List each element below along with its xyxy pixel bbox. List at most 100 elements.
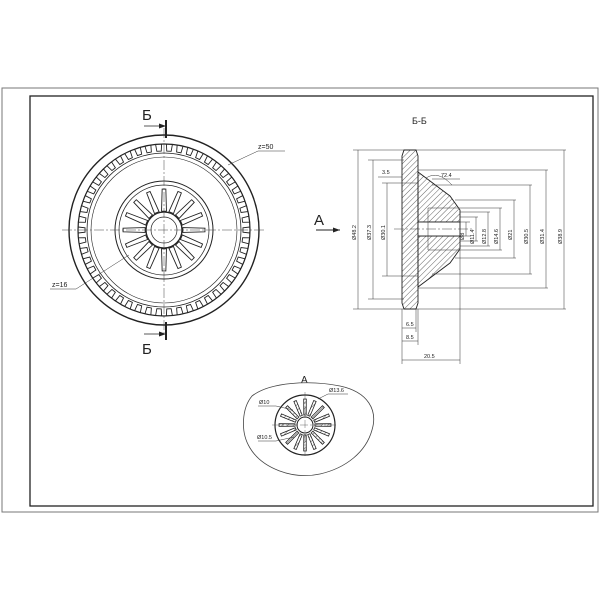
outer-tooth xyxy=(203,155,213,166)
inner-tooth xyxy=(179,212,204,226)
dim-right-d7: Ø31.4 xyxy=(540,229,546,244)
outer-tooth xyxy=(241,215,250,223)
outer-tooth xyxy=(144,306,152,316)
detail-tooth xyxy=(307,433,317,451)
dim-right-d4: Ø14.6 xyxy=(494,229,500,244)
outer-tooth xyxy=(176,306,184,316)
section-bottom-dimensions: 6.5 8.5 20.5 xyxy=(401,250,461,364)
detail-tooth xyxy=(314,423,332,427)
outer-tooth xyxy=(92,176,103,186)
detail-dim-2: Ø10 xyxy=(259,400,269,406)
outer-tooth xyxy=(225,176,236,186)
view-arrow-label: А xyxy=(314,212,324,229)
inner-teeth-label: z=16 xyxy=(52,282,67,289)
section-left-dimensions: 3.5 Ø48.2 Ø37.3 Ø30.1 xyxy=(352,149,418,310)
dim-left-d2: Ø37.3 xyxy=(367,225,373,240)
outer-tooth xyxy=(124,299,133,310)
outer-tooth xyxy=(219,168,229,179)
inner-tooth xyxy=(124,234,149,248)
dim-left-top: 3.5 xyxy=(382,170,390,176)
outer-tooth xyxy=(124,150,133,161)
outer-tooth xyxy=(82,195,92,204)
outer-tooth xyxy=(144,144,152,154)
detail-tooth xyxy=(313,413,331,423)
outer-tooth xyxy=(155,308,163,316)
drawing-frame xyxy=(29,95,594,507)
outer-teeth-callout: z=50 xyxy=(227,144,285,166)
inner-tooth xyxy=(168,245,182,270)
dim-right-d8: Ø38.9 xyxy=(558,229,564,244)
outer-tooth xyxy=(185,303,194,313)
dim-right-d1: Ø8 xyxy=(460,233,466,240)
outer-tooth xyxy=(165,144,173,152)
outer-tooth xyxy=(99,281,109,292)
detail-tooth xyxy=(313,427,331,437)
outer-tooth xyxy=(231,265,241,275)
dim-right-d3: Ø12.8 xyxy=(482,229,488,244)
section-mark-bottom: Б xyxy=(142,322,167,358)
inner-teeth-callout: z=16 xyxy=(50,254,130,290)
outer-tooth xyxy=(99,168,109,179)
outer-tooth xyxy=(231,185,241,195)
dim-right-d6: Ø30.5 xyxy=(524,229,530,244)
outer-tooth xyxy=(134,147,143,157)
detail-tooth xyxy=(307,399,317,417)
outer-tooth xyxy=(79,246,89,255)
detail-view: Ø13.6 Ø10 Ø10.5 xyxy=(243,382,375,476)
outer-tooth xyxy=(115,294,125,305)
outer-tooth xyxy=(115,155,125,166)
outer-tooth xyxy=(225,274,236,284)
inner-tooth xyxy=(168,190,182,215)
section-mark-top-label: Б xyxy=(142,107,152,124)
outer-tooth xyxy=(239,246,249,255)
dim-right-d5: Ø21 xyxy=(508,230,514,240)
outer-tooth xyxy=(176,144,184,154)
detail-title: А xyxy=(301,375,308,386)
detail-tooth xyxy=(285,430,300,445)
section-view xyxy=(394,149,472,310)
outer-tooth xyxy=(195,150,204,161)
angle-dimension: 72.4 xyxy=(425,173,460,186)
inner-tooth xyxy=(146,190,160,215)
inner-tooth xyxy=(174,240,195,261)
detail-dim-3: Ø10.5 xyxy=(257,435,272,441)
section-mark-top: Б xyxy=(142,107,167,138)
inner-tooth xyxy=(179,234,204,248)
outer-tooth xyxy=(185,147,194,157)
inner-tooth xyxy=(124,212,149,226)
outer-tooth xyxy=(78,215,87,223)
section-mark-bottom-label: Б xyxy=(142,341,152,358)
detail-tooth xyxy=(310,430,325,445)
angle-label: 72.4 xyxy=(441,173,452,179)
dim-left-d1: Ø48.2 xyxy=(352,225,358,240)
outer-sheet-border xyxy=(1,87,599,513)
outer-tooth xyxy=(165,308,173,316)
dim-bottom-1: 6.5 xyxy=(406,322,414,328)
outer-tooth xyxy=(195,299,204,310)
outer-tooth xyxy=(212,161,222,172)
outer-tooth xyxy=(78,237,87,245)
outer-tooth xyxy=(219,281,229,292)
outer-teeth-label: z=50 xyxy=(258,144,273,151)
dim-left-d3: Ø30.1 xyxy=(381,225,387,240)
view-arrow: А xyxy=(314,212,340,233)
inner-tooth xyxy=(133,240,154,261)
outer-tooth xyxy=(87,185,97,195)
detail-tooth xyxy=(293,399,303,417)
inner-tooth xyxy=(146,245,160,270)
dim-bottom-2: 8.5 xyxy=(406,335,414,341)
outer-tooth xyxy=(106,288,116,299)
outer-tooth xyxy=(241,237,250,245)
section-title: Б-Б xyxy=(412,116,427,126)
outer-tooth xyxy=(79,205,89,214)
outer-tooth xyxy=(87,265,97,275)
outer-tooth xyxy=(82,256,92,265)
dim-right-d2: Ø11.4 xyxy=(470,229,476,244)
outer-tooth xyxy=(239,205,249,214)
outer-tooth xyxy=(155,144,163,152)
outer-tooth xyxy=(134,303,143,313)
inner-tooth xyxy=(133,199,154,220)
detail-tooth xyxy=(310,405,325,420)
detail-tooth xyxy=(279,427,297,437)
